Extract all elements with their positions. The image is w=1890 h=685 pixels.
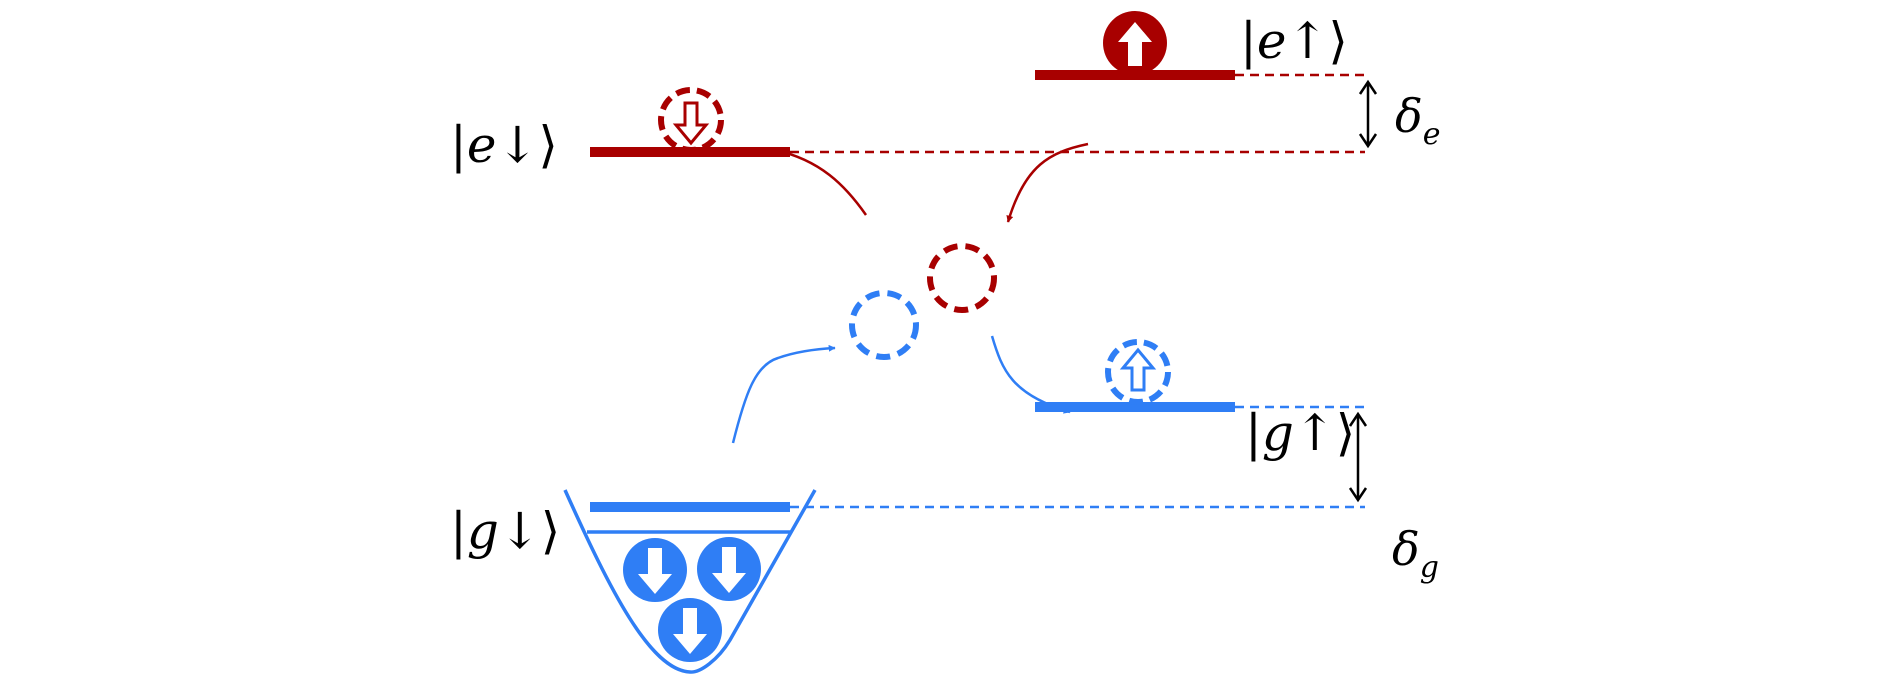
delta-e-arrowhead-top	[1358, 79, 1378, 95]
arrow-up-outline-icon	[1119, 347, 1157, 392]
delta-e-label: δe	[1395, 89, 1440, 152]
level-g-down: |g↓⟩	[450, 489, 1365, 674]
intermediate-excited-hole	[927, 243, 997, 313]
arrow-down-outline-icon	[672, 101, 710, 146]
g-up-label: |g↑⟩	[1245, 404, 1355, 462]
e-down-label: |e↓⟩	[450, 116, 558, 174]
red-arrow-from-e-up	[1006, 142, 1089, 223]
level-e-down: |e↓⟩	[450, 87, 1365, 174]
level-g-up: |g↑⟩	[1035, 339, 1365, 462]
g-up-hole	[1105, 339, 1171, 405]
e-up-label: |e↑⟩	[1240, 12, 1348, 70]
g-down-bar	[590, 502, 790, 512]
delta-g-arrowhead-bottom	[1348, 487, 1368, 503]
arrow-up-icon	[1118, 22, 1152, 66]
red-arrow-to-e-down	[774, 147, 868, 216]
g-down-label: |g↓⟩	[450, 502, 560, 560]
delta-g-annotation: δg	[1348, 411, 1439, 585]
arrow-down-icon	[638, 548, 672, 594]
g-down-atom-3	[658, 598, 722, 662]
g-up-bar	[1035, 402, 1235, 412]
atom-dashed-circle	[1105, 339, 1171, 405]
delta-g-arrowhead-top	[1348, 411, 1368, 427]
harmonic-trap-potential	[563, 489, 817, 674]
g-down-atom-1	[623, 538, 687, 602]
e-down-hole	[658, 87, 724, 153]
arrow-down-icon	[673, 608, 707, 654]
g-down-atom-2	[697, 537, 761, 601]
blue-arrow-to-intermediate	[731, 344, 836, 444]
atom-dashed-circle	[658, 87, 724, 153]
arrow-down-icon	[712, 547, 746, 593]
level-e-up: |e↑⟩	[1035, 11, 1365, 80]
delta-e-annotation: δe	[1358, 79, 1440, 152]
delta-e-arrowhead-bottom	[1358, 133, 1378, 149]
delta-g-label: δg	[1392, 522, 1439, 585]
e-up-atom	[1103, 11, 1167, 75]
blue-arrow-to-g-up	[990, 335, 1071, 414]
intermediate-ground-hole	[849, 290, 919, 360]
